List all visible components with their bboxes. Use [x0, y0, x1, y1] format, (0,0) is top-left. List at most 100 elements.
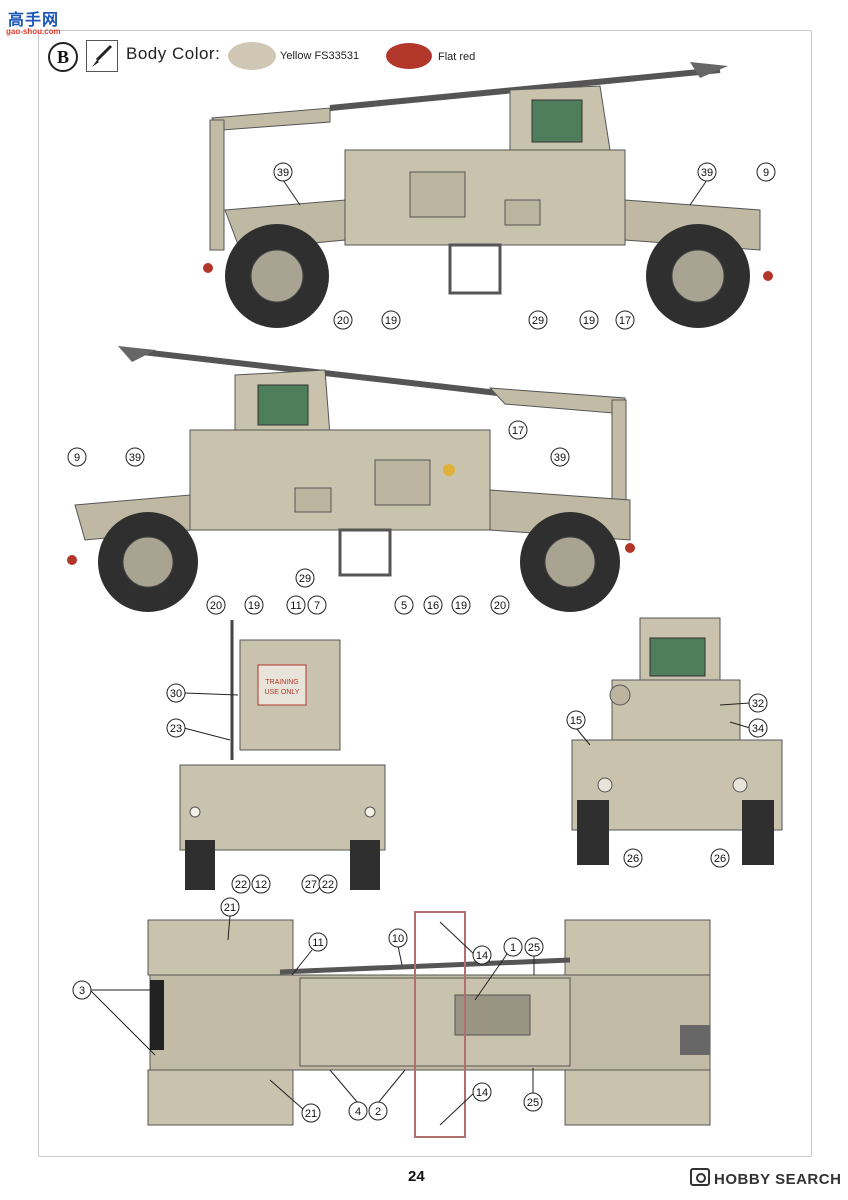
- svg-text:3: 3: [79, 985, 85, 997]
- variant-badge: B: [48, 42, 78, 72]
- callout-marker: 14: [439, 921, 492, 965]
- color-swatch-red: [386, 43, 432, 69]
- svg-text:20: 20: [494, 600, 506, 612]
- callout-marker: 3: [72, 980, 156, 1056]
- svg-text:19: 19: [385, 315, 397, 327]
- svg-text:20: 20: [210, 600, 222, 612]
- svg-text:1: 1: [510, 942, 516, 954]
- svg-text:22: 22: [322, 879, 334, 891]
- callout-marker: 26: [710, 848, 730, 868]
- callout-marker: 26: [623, 848, 643, 868]
- page-frame: [38, 30, 812, 1157]
- callout-marker: 7: [307, 595, 327, 615]
- page-number: 24: [408, 1168, 425, 1185]
- svg-text:9: 9: [763, 167, 769, 179]
- callout-marker: 22: [318, 874, 338, 894]
- callout-marker: 12: [251, 874, 271, 894]
- callout-marker: 5: [394, 595, 414, 615]
- cab-window: [257, 384, 309, 426]
- rear-view: [179, 620, 386, 890]
- svg-text:16: 16: [427, 600, 439, 612]
- watermark-text: 高手网: [8, 10, 60, 29]
- sign-line-1: TRAINING: [265, 679, 298, 686]
- hull: [344, 149, 626, 246]
- color-swatch-yellow: [228, 42, 276, 70]
- svg-text:11: 11: [312, 937, 323, 949]
- callout-marker: 20: [490, 595, 510, 615]
- svg-text:14: 14: [476, 950, 488, 962]
- svg-text:11: 11: [290, 600, 301, 612]
- hull: [189, 429, 491, 531]
- callout-marker: 29: [295, 568, 315, 588]
- svg-text:15: 15: [570, 715, 582, 727]
- site-watermark: 高手网 gao-shou.com: [2, 2, 72, 36]
- svg-text:19: 19: [583, 315, 595, 327]
- swatch-label-red: Flat red: [438, 51, 476, 63]
- svg-text:29: 29: [299, 573, 311, 585]
- callout-marker: 21: [220, 897, 240, 941]
- svg-text:30: 30: [170, 688, 182, 700]
- rear-sign: TRAINING USE ONLY: [265, 679, 300, 696]
- svg-text:39: 39: [554, 452, 566, 464]
- callout-marker: 22: [231, 874, 251, 894]
- callout-marker: 25: [523, 1068, 543, 1112]
- svg-text:4: 4: [355, 1106, 361, 1118]
- svg-text:17: 17: [512, 425, 524, 437]
- swatch-label-yellow: Yellow FS33531: [280, 50, 360, 62]
- svg-text:14: 14: [476, 1087, 488, 1099]
- side-view-left: [67, 346, 635, 612]
- svg-text:7: 7: [314, 600, 320, 612]
- callout-marker: 19: [244, 595, 264, 615]
- callout-marker: 25: [524, 937, 544, 975]
- svg-text:10: 10: [392, 933, 404, 945]
- outrigger-pads: [414, 911, 466, 1138]
- callout-marker: 27: [301, 874, 321, 894]
- callout-marker: 39: [550, 447, 570, 467]
- callout-marker: 20: [206, 595, 226, 615]
- svg-text:2: 2: [375, 1106, 381, 1118]
- callout-marker: 9: [756, 162, 776, 182]
- hobby-search-logo-icon: [690, 1168, 710, 1186]
- svg-text:26: 26: [714, 853, 726, 865]
- svg-text:9: 9: [74, 452, 80, 464]
- sign-line-2: USE ONLY: [265, 689, 300, 696]
- svg-text:21: 21: [305, 1108, 317, 1120]
- body-color-label: Body Color:: [126, 44, 221, 63]
- callout-marker: 10: [388, 928, 408, 966]
- callout-marker: 34: [729, 718, 768, 738]
- callout-marker: 16: [423, 595, 443, 615]
- callout-marker: 1: [474, 937, 523, 1001]
- instruction-header: B Body Color: Yellow FS33531 Flat red: [48, 40, 608, 74]
- svg-text:5: 5: [401, 600, 407, 612]
- callout-marker: 15: [566, 710, 591, 746]
- brand-text: HOBBY SEARCH: [714, 1171, 842, 1188]
- svg-text:25: 25: [528, 942, 540, 954]
- svg-text:20: 20: [337, 315, 349, 327]
- svg-text:29: 29: [532, 315, 544, 327]
- callout-marker: 11: [291, 932, 328, 976]
- callout-marker: 17: [508, 420, 528, 440]
- callout-marker: 23: [166, 718, 231, 741]
- cab-window: [649, 637, 706, 677]
- svg-text:25: 25: [527, 1097, 539, 1109]
- callout-marker: 19: [451, 595, 471, 615]
- callout-marker: 19: [579, 310, 599, 330]
- svg-text:21: 21: [224, 902, 236, 914]
- svg-text:17: 17: [619, 315, 631, 327]
- svg-text:12: 12: [255, 879, 267, 891]
- svg-text:39: 39: [701, 167, 713, 179]
- cab-window: [531, 99, 583, 143]
- svg-text:34: 34: [752, 723, 764, 735]
- callout-marker: 14: [439, 1082, 492, 1126]
- callout-marker: 9: [67, 447, 87, 467]
- brand-watermark: HOBBY SEARCH: [690, 1168, 841, 1188]
- top-view: [147, 911, 711, 1138]
- svg-text:26: 26: [627, 853, 639, 865]
- callout-marker: 2: [368, 1069, 406, 1121]
- callout-marker: 11: [286, 595, 306, 615]
- side-view-right: [203, 62, 773, 328]
- callout-marker: 21: [269, 1079, 321, 1123]
- svg-text:22: 22: [235, 879, 247, 891]
- callout-marker: 19: [381, 310, 401, 330]
